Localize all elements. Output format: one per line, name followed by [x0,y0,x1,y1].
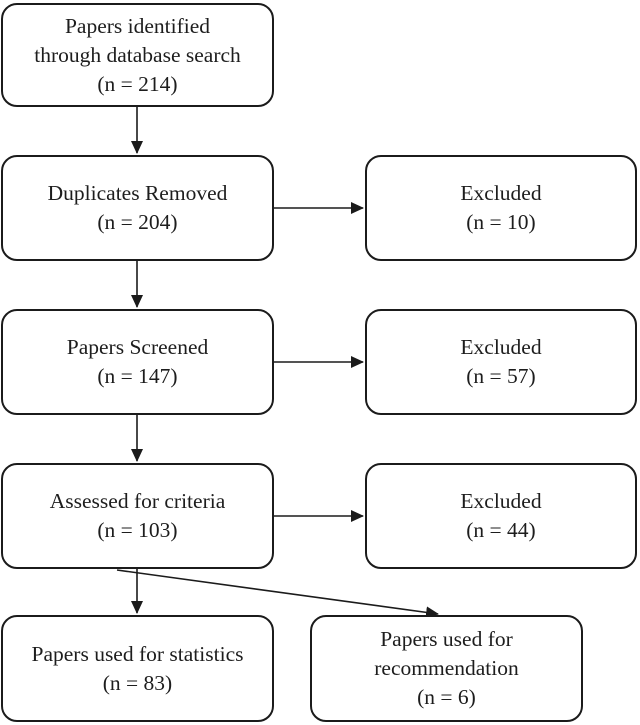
arrow-assessed-to-recommendation [116,569,439,619]
box-line: recommendation [374,656,519,680]
box-line: Papers used for statistics [31,641,244,666]
box-line: Excluded [460,335,542,359]
flow-box-papers-used-for-recommendation: Papers used for recommendation (n = 6) [310,615,583,722]
box-count: (n = 57) [466,364,536,388]
box-count: (n = 147) [97,364,178,388]
box-count: (n = 83) [102,670,173,695]
box-line: Papers Screened [66,335,209,359]
box-count: (n = 204) [97,210,178,234]
box-count: (n = 10) [466,210,536,234]
flow-box-excluded-57: Excluded (n = 57) [365,309,637,415]
box-count: (n = 6) [417,685,476,709]
box-count: (n = 214) [97,71,178,96]
box-count: (n = 44) [466,518,536,542]
flow-box-excluded-44: Excluded (n = 44) [365,463,637,569]
box-count: (n = 103) [97,518,178,542]
box-line: Papers used for [380,627,513,651]
flow-box-excluded-10: Excluded (n = 10) [365,155,637,261]
flow-box-papers-used-for-statistics: Papers used for statistics (n = 83) [1,615,274,722]
flow-box-assessed-for-criteria: Assessed for criteria (n = 103) [1,463,274,569]
flow-box-papers-identified: Papers identified through database searc… [1,3,274,107]
flow-box-duplicates-removed: Duplicates Removed (n = 204) [1,155,274,261]
box-line: Duplicates Removed [47,181,228,205]
flow-box-papers-screened: Papers Screened (n = 147) [1,309,274,415]
box-line: through database search [34,42,241,67]
box-line: Excluded [460,181,542,205]
box-line: Excluded [460,489,542,513]
box-line: Papers identified [64,13,211,38]
box-line: Assessed for criteria [49,489,226,513]
